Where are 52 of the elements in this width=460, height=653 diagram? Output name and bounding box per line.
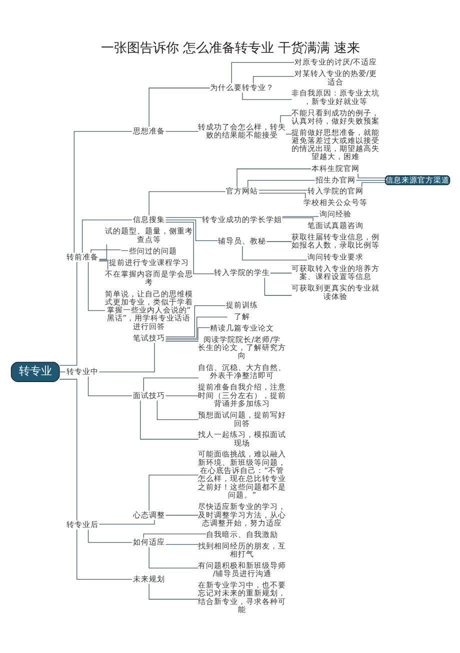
connector bbox=[87, 528, 132, 542]
connector bbox=[165, 316, 228, 338]
diagram-title: 一张图告诉你 怎么准备转专业 干货满满 速来 bbox=[100, 40, 360, 56]
connector bbox=[270, 272, 292, 273]
connector bbox=[148, 474, 198, 510]
connector bbox=[242, 92, 292, 100]
connector bbox=[164, 221, 214, 274]
connector bbox=[98, 259, 109, 260]
connector bbox=[148, 546, 198, 568]
connector bbox=[98, 244, 107, 259]
connector bbox=[58, 261, 77, 366]
connector bbox=[258, 189, 308, 190]
connector bbox=[156, 400, 198, 420]
connector bbox=[242, 245, 307, 260]
connector bbox=[280, 114, 292, 122]
connector bbox=[164, 216, 202, 218]
connector bbox=[266, 240, 292, 242]
connector bbox=[98, 519, 154, 524]
node-box: 转专业 bbox=[10, 361, 60, 382]
connector bbox=[236, 168, 311, 187]
connector bbox=[164, 326, 210, 340]
connector bbox=[148, 583, 198, 600]
connector bbox=[164, 130, 198, 132]
connector bbox=[148, 190, 226, 216]
connector bbox=[252, 76, 294, 84]
connector bbox=[164, 394, 198, 396]
connector bbox=[58, 371, 66, 372]
connector bbox=[98, 260, 108, 270]
connector bbox=[165, 304, 226, 337]
connector bbox=[164, 514, 198, 516]
connector bbox=[76, 528, 132, 580]
connector bbox=[98, 342, 154, 372]
connector bbox=[357, 172, 386, 178]
connector bbox=[87, 261, 105, 310]
connector bbox=[58, 378, 77, 520]
connector bbox=[140, 400, 198, 440]
connector bbox=[73, 130, 132, 253]
connector bbox=[247, 179, 315, 187]
connector bbox=[264, 277, 292, 296]
connector bbox=[355, 179, 386, 180]
connector bbox=[142, 377, 198, 391]
connector bbox=[361, 182, 385, 187]
connector bbox=[281, 217, 313, 221]
connector bbox=[164, 219, 218, 240]
connector bbox=[164, 340, 198, 342]
connector bbox=[87, 376, 132, 396]
connector bbox=[148, 87, 210, 127]
connector bbox=[81, 219, 132, 252]
connector bbox=[142, 533, 206, 538]
connector bbox=[230, 62, 294, 84]
connector bbox=[258, 192, 306, 198]
connector bbox=[90, 248, 120, 253]
